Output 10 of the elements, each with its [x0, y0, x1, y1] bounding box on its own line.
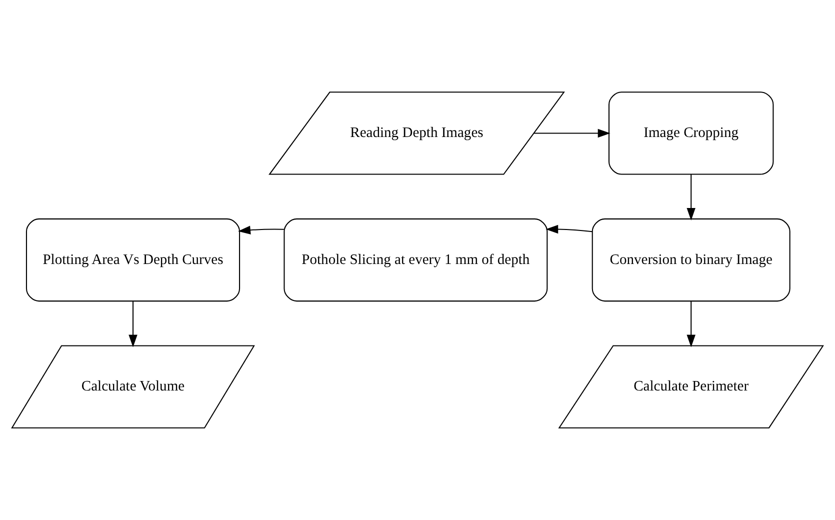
node-box: Pothole Slicing at every 1 mm of depth: [284, 218, 548, 302]
arrow: [238, 226, 284, 234]
node-box: Plotting Area Vs Depth Curves: [26, 218, 240, 302]
arrow: [534, 128, 610, 138]
node-box: Image Cropping: [608, 92, 774, 175]
arrow: [686, 174, 696, 220]
arrow: [128, 301, 138, 348]
arrow: [686, 301, 696, 348]
arrow: [546, 224, 592, 234]
node-box: Conversion to binary Image: [592, 218, 790, 302]
